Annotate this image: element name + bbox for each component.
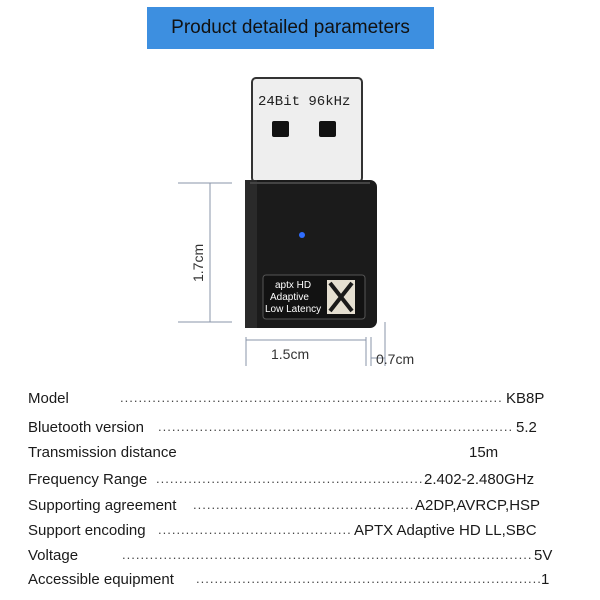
title-banner: Product detailed parameters [147, 7, 434, 49]
usb-slot-right [319, 121, 336, 137]
spec-row-model: Model ..................................… [28, 390, 545, 407]
spec-value: A2DP,AVRCP,HSP [415, 497, 541, 514]
width-label: 1.5cm [271, 346, 309, 362]
spec-value: 5V [534, 547, 553, 564]
spec-label: Model [28, 390, 69, 407]
spec-row-bluetooth-version: Bluetooth version ......................… [28, 419, 537, 436]
spec-row-transmission-distance: Transmission distance 15m [28, 444, 573, 466]
usb-dongle-drawing: 24Bit 96kHz aptx HD Adaptive Low Latency… [178, 77, 414, 367]
spec-label: Transmission distance [28, 444, 177, 461]
spec-label: Accessible equipment [28, 571, 174, 588]
badge-line-2: Adaptive [270, 292, 309, 303]
spec-label: Support encoding [28, 522, 146, 539]
spec-value: 15m [469, 444, 499, 461]
banner-title: Product detailed parameters [171, 17, 410, 38]
spec-value: 5.2 [516, 419, 537, 436]
spec-label: Bluetooth version [28, 419, 144, 436]
spec-label: Supporting agreement [28, 497, 177, 514]
depth-label: 0.7cm [376, 351, 414, 367]
spec-row-voltage: Voltage ................................… [28, 547, 553, 564]
badge-line-1: aptx HD [275, 280, 311, 291]
status-led [299, 232, 305, 238]
height-label: 1.7cm [190, 244, 206, 282]
spec-value: 1 [541, 571, 550, 588]
badge-line-3: Low Latency [265, 304, 321, 315]
spec-label: Frequency Range [28, 471, 148, 488]
spec-row-accessible-equipment: Accessible equipment ...................… [28, 571, 550, 588]
usb-slot-left [272, 121, 289, 137]
spec-label: Voltage [28, 547, 79, 564]
plug-spec-text: 24Bit 96kHz [258, 94, 350, 110]
spec-value: APTX Adaptive HD LL,SBC [354, 522, 537, 539]
spec-value: KB8P [506, 390, 545, 407]
spec-value: 2.402-2.480GHz [424, 471, 535, 488]
spec-row-supporting-agreement: Supporting agreement ...................… [28, 497, 541, 514]
spec-row-support-encoding: Support encoding .......................… [28, 522, 537, 539]
product-illustration: 24Bit 96kHz aptx HD Adaptive Low Latency… [0, 60, 600, 380]
spec-row-frequency-range: Frequency Range ........................… [28, 471, 535, 488]
